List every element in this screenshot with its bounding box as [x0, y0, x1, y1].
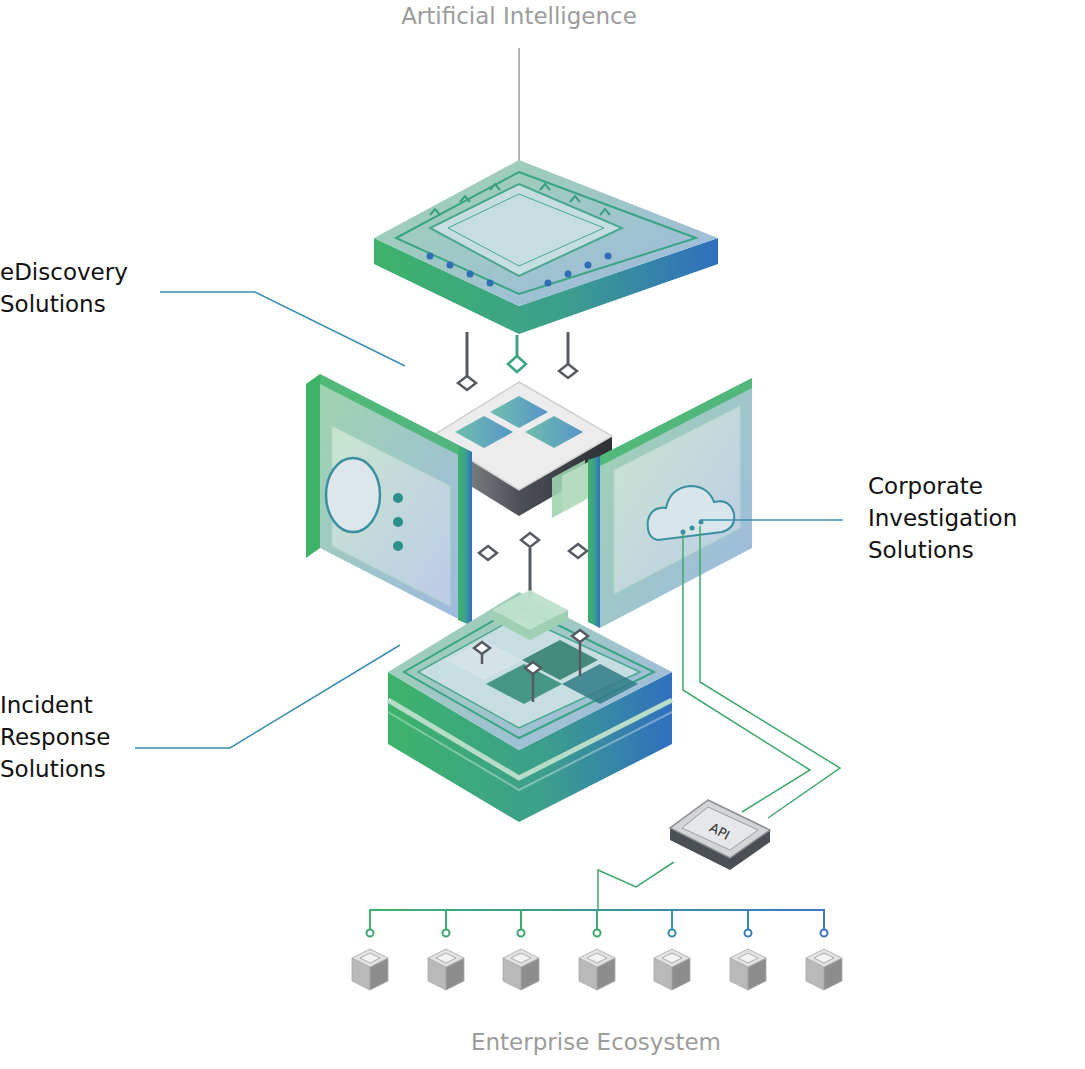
system-cube — [503, 949, 539, 990]
system-cube — [806, 949, 842, 990]
system-cube — [730, 949, 766, 990]
chip-label: API — [657, 774, 784, 888]
investigation-panel — [588, 378, 752, 628]
api-wire — [598, 526, 840, 910]
system-cube — [654, 949, 690, 990]
leader-line — [135, 292, 843, 748]
bus-drops — [367, 910, 828, 937]
enterprise-cubes — [352, 949, 842, 990]
system-cube — [428, 949, 464, 990]
callout-label: Enterprise Ecosystem — [396, 1026, 796, 1058]
callout-label: Artificial Intelligence — [319, 0, 719, 32]
system-cube — [579, 949, 615, 990]
connector-pins — [458, 332, 577, 390]
api-chip: API — [668, 798, 772, 872]
ediscovery-panel — [306, 374, 472, 626]
callout-label: eDiscovery Solutions — [0, 256, 150, 320]
system-cube — [352, 949, 388, 990]
callout-label: Incident Response Solutions — [0, 689, 140, 786]
callout-label: Corporate Investigation Solutions — [868, 470, 1078, 567]
incident-block — [388, 590, 672, 822]
ai-chip — [374, 160, 718, 334]
